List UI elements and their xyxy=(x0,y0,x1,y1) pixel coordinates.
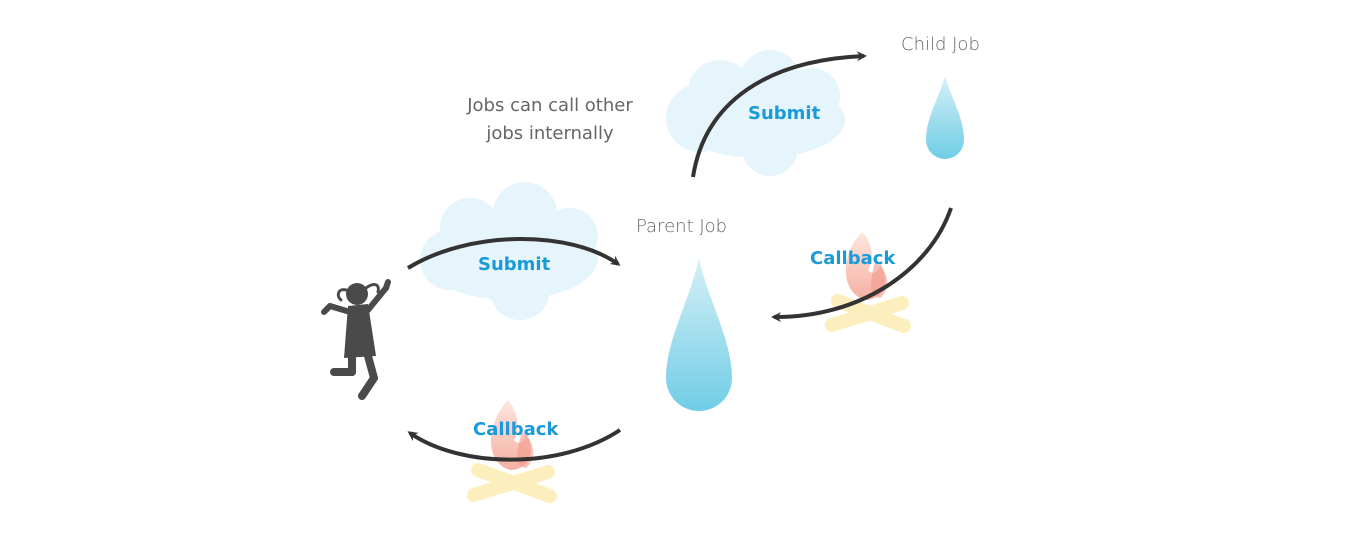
callback-label-right: Callback xyxy=(810,248,896,269)
note-line-2: jobs internally xyxy=(486,123,614,144)
submit-arrow-to-child xyxy=(691,51,867,178)
note-line-1: Jobs can call other xyxy=(467,95,633,116)
callback-label-bottom: Callback xyxy=(473,419,559,440)
submit-label-top: Submit xyxy=(748,103,821,124)
campfire-icon xyxy=(825,232,911,333)
child-job-label: Child Job xyxy=(901,34,980,55)
callback-arrow-to-parent xyxy=(771,207,953,323)
submit-arrow-to-parent xyxy=(406,237,621,270)
submit-label-left: Submit xyxy=(478,254,551,275)
note-text: Jobs can call other jobs internally xyxy=(440,92,660,148)
cloud-icon xyxy=(666,50,845,176)
campfire-icon xyxy=(467,400,557,503)
callback-arrow-to-user xyxy=(407,428,622,462)
water-drop-icon xyxy=(926,76,964,159)
person-jumping-icon xyxy=(321,279,391,400)
parent-job-label: Parent Job xyxy=(636,216,728,237)
water-drop-icon xyxy=(666,258,732,411)
